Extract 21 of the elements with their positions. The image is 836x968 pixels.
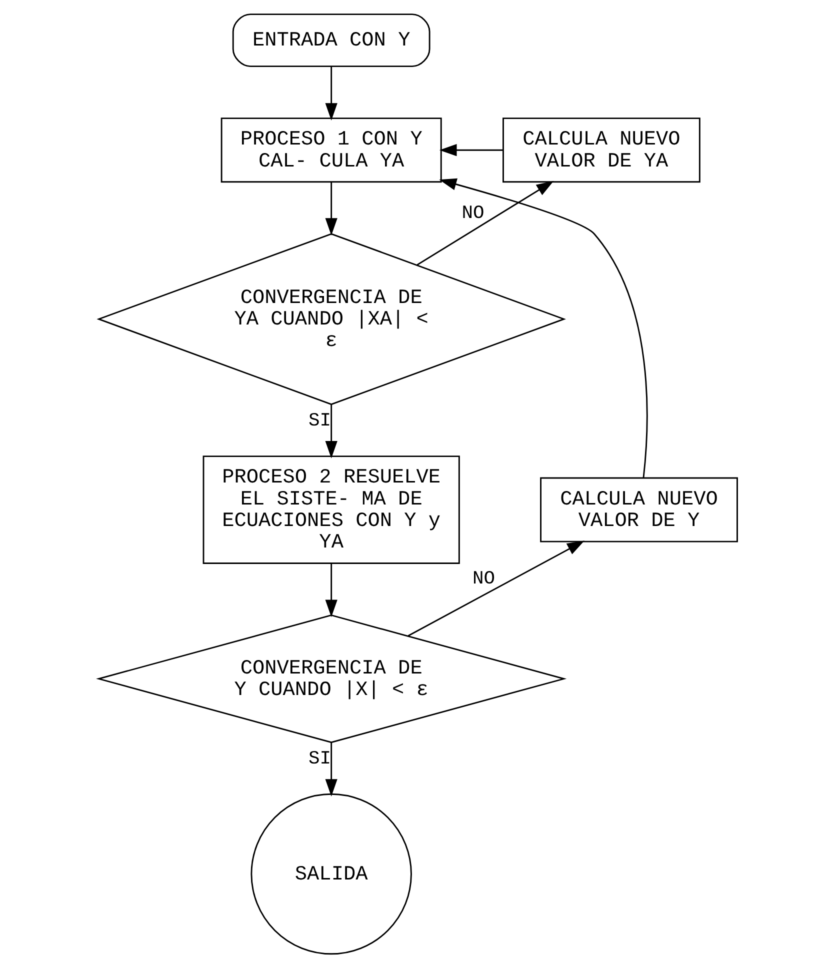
arrow (416, 180, 554, 266)
arrow (408, 540, 584, 636)
arrow (439, 178, 648, 478)
node-diamond: CONVERGENCIA DE Y CUANDO |X| < ε (96, 614, 567, 744)
arrow (325, 563, 338, 618)
arrow (325, 66, 338, 120)
arrow (439, 144, 503, 156)
edge-label: SI (308, 747, 332, 770)
edge-label: NO (472, 568, 496, 590)
node-box: CALCULA NUEVO VALOR DE YA (502, 118, 700, 183)
node-box: PROCESO 2 RESUELVE EL SISTE- MA DE ECUACIONES CON Y y YA (202, 456, 460, 564)
edge-label: NO (462, 202, 484, 224)
arrow (325, 182, 338, 236)
node-circle: SALIDA (250, 793, 412, 955)
arrow (325, 404, 338, 458)
node-box: ENTRADA CON Y (232, 14, 430, 68)
node-diamond: CONVERGENCIA DE YA CUANDO |XA| < ε (96, 233, 566, 406)
arrow (325, 742, 338, 796)
edge-label: SI (308, 409, 332, 432)
node-box: CALCULA NUEVO VALOR DE Y (540, 477, 738, 542)
node-box: PROCESO 1 CON Y CAL- CULA YA (220, 118, 442, 183)
